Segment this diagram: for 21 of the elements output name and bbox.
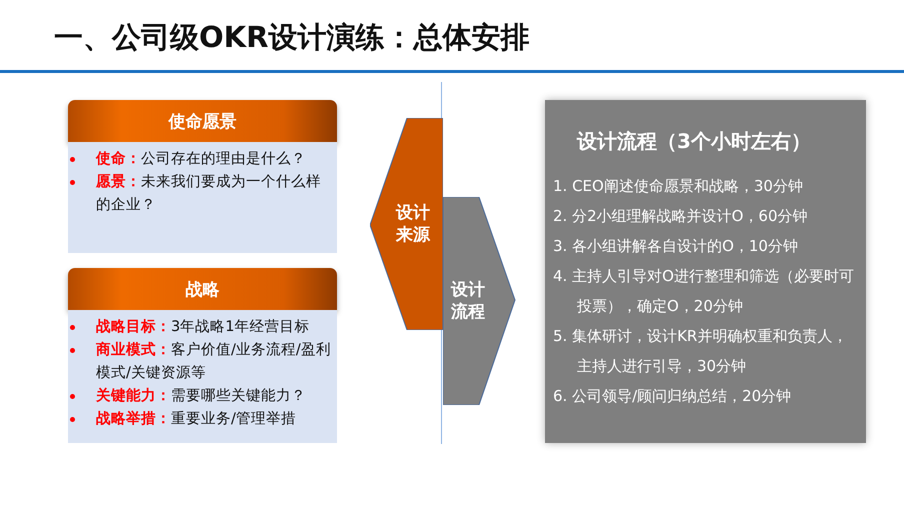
bullet-item: 使命：公司存在的理由是什么？ [68,148,331,171]
step-item: 4. 主持人引导对O进行整理和筛选（必要时可投票），确定O，20分钟 [553,266,855,317]
bullet-item: 商业模式：客户价值/业务流程/盈利模式/关键资源等 [68,339,331,385]
process-panel [545,100,866,443]
step-item: 2. 分2小组理解战略并设计O，60分钟 [553,206,809,227]
card-heading: 使命愿景 [168,110,236,132]
shape-label: 设计来源 [396,202,432,246]
info-card [68,100,337,253]
bullet-item: 关键能力：需要哪些关键能力？ [68,385,331,408]
info-card [68,268,337,443]
bullet-item: 战略举措：重要业务/管理举措 [68,408,331,431]
step-item: 3. 各小组讲解各自设计的O，10分钟 [553,236,799,257]
step-item: 6. 公司领导/顾问归纳总结，20分钟 [553,386,792,407]
bullet-item: 愿景：未来我们要成为一个什么样的企业？ [68,171,331,217]
slide-title: 一、公司级OKR设计演练：总体安排 [54,19,530,56]
step-item: 1. CEO阐述使命愿景和战略，30分钟 [553,176,804,197]
card-heading: 战略 [186,278,220,300]
step-item: 5. 集体研讨，设计KR并明确权重和负责人，主持人进行引导，30分钟 [553,326,848,377]
panel-heading: 设计流程（3个小时左右） [577,128,812,155]
shape-label: 设计流程 [451,279,486,323]
bullet-item: 战略目标：3年战略1年经营目标 [68,316,331,339]
